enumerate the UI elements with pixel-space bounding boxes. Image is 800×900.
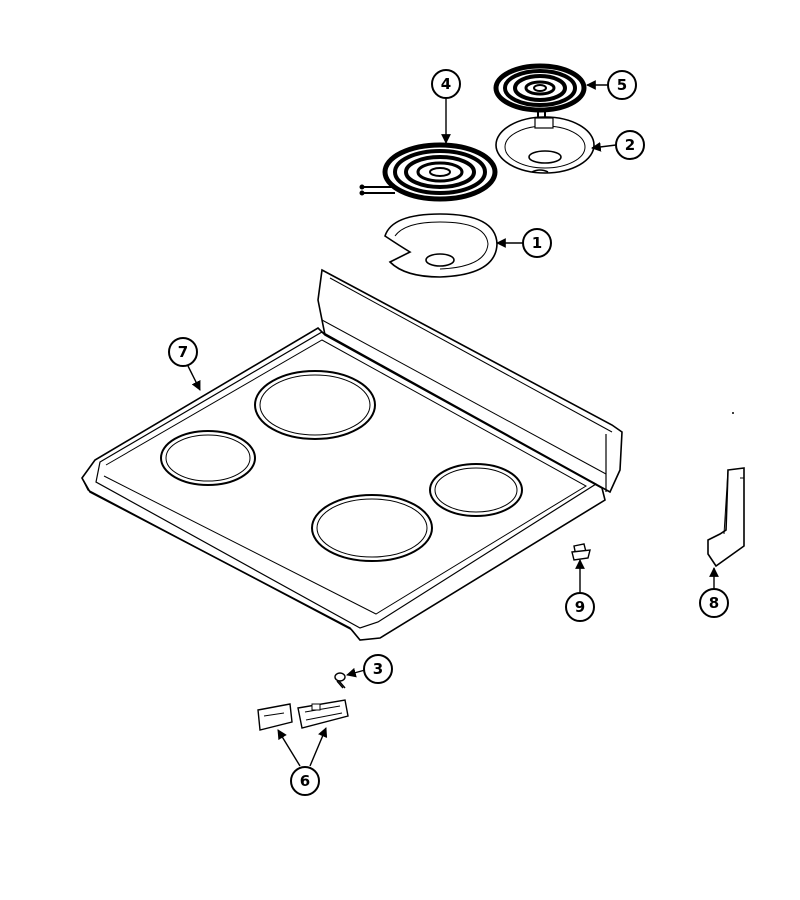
- svg-text:1: 1: [532, 234, 542, 252]
- svg-text:3: 3: [373, 660, 383, 678]
- svg-text:2: 2: [625, 136, 635, 154]
- callout-6: 6: [290, 766, 320, 796]
- side-trim: [707, 467, 745, 568]
- surface-element-large: [359, 142, 498, 202]
- burner-opening-back-left: [254, 370, 376, 440]
- drip-pan-large: [384, 213, 498, 278]
- burner-opening-front-right: [311, 494, 433, 562]
- drip-pan-small: [495, 116, 595, 174]
- mounting-brackets: [257, 699, 349, 731]
- svg-text:7: 7: [178, 343, 188, 361]
- surface-element-small: [493, 63, 587, 124]
- callout-9: 9: [565, 592, 595, 622]
- screw: [334, 672, 346, 689]
- burner-opening-back-right: [429, 463, 523, 517]
- callout-7: 7: [168, 337, 198, 367]
- callout-4: 4: [431, 69, 461, 99]
- svg-text:4: 4: [441, 75, 451, 93]
- callout-3: 3: [363, 654, 393, 684]
- callout-2: 2: [615, 130, 645, 160]
- callout-8: 8: [699, 588, 729, 618]
- spring-clip: [571, 543, 591, 561]
- cooktop-main-top: [81, 268, 623, 641]
- svg-text:6: 6: [300, 772, 310, 790]
- burner-opening-front-left: [160, 430, 256, 486]
- callout-1: 1: [522, 228, 552, 258]
- svg-text:8: 8: [709, 594, 719, 612]
- leader-lines: [187, 80, 719, 767]
- callout-5: 5: [607, 70, 637, 100]
- svg-text:5: 5: [617, 76, 627, 94]
- svg-text:9: 9: [575, 598, 585, 616]
- stray-dot: [732, 412, 734, 414]
